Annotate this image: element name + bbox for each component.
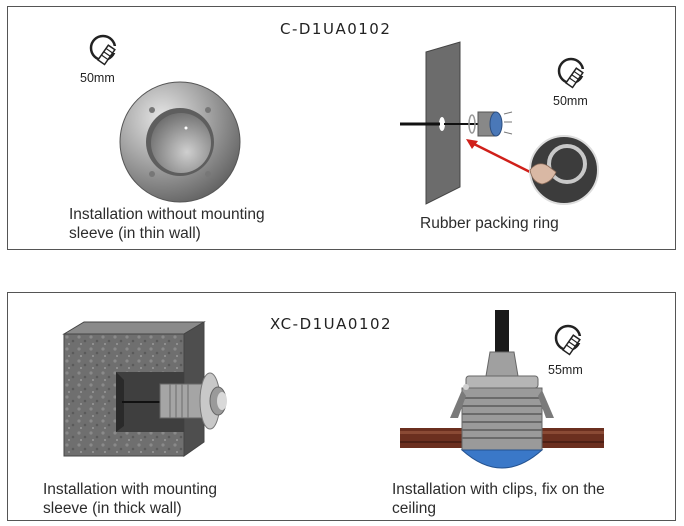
caption-thick-wall-line1: Installation with mounting (43, 481, 218, 498)
thick-wall-illustration (62, 321, 227, 457)
caption-clips-line2: ceiling (392, 500, 436, 517)
caption-clips-line1: Installation with clips, fix on the (392, 481, 605, 498)
arrow-icon (469, 140, 535, 176)
caption-thin-wall-line1: Installation without mounting (69, 206, 265, 223)
caption-rubber-ring: Rubber packing ring (420, 215, 559, 232)
hole-size-label-bottom: 55mm (548, 363, 583, 377)
hole-saw-icon (557, 57, 585, 89)
model-number-bottom: XC-D1UA0102 (270, 315, 393, 333)
thin-wall-illustration (400, 41, 599, 205)
hole-size-label-top-left: 50mm (80, 71, 115, 85)
ceiling-fixture-illustration (400, 310, 604, 469)
top-panel (7, 6, 676, 250)
hole-saw-icon (89, 34, 117, 66)
hole-saw-icon (554, 324, 582, 356)
caption-thin-wall-line2: sleeve (in thin wall) (69, 225, 201, 242)
model-number-top: C-D1UA0102 (280, 20, 392, 38)
caption-thick-wall-line2: sleeve (in thick wall) (43, 500, 182, 517)
fixture-front-view (119, 81, 241, 203)
hole-size-label-top-right: 50mm (553, 94, 588, 108)
